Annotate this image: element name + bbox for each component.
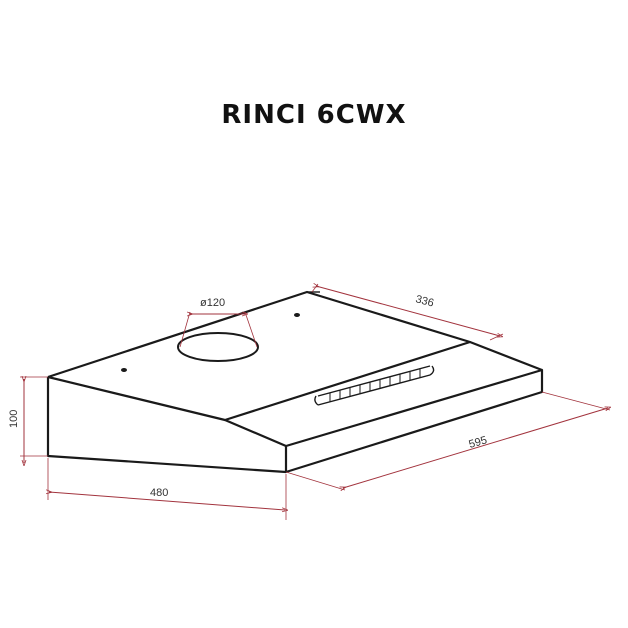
front-slope-outline bbox=[224, 368, 544, 474]
exhaust-outlet bbox=[177, 332, 259, 362]
product-title: RINCI 6CWX bbox=[221, 100, 407, 130]
label-depth-top: 336 bbox=[414, 293, 435, 309]
label-width: 595 bbox=[468, 434, 489, 451]
top-panel-outline bbox=[47, 290, 472, 422]
hood-body bbox=[46, 290, 544, 474]
right-edge bbox=[469, 340, 543, 372]
mount-hole-front bbox=[121, 368, 127, 372]
dimension-outlet-diameter: ø120 bbox=[179, 297, 258, 348]
dimension-width: 595 bbox=[285, 391, 610, 490]
dimension-depth-bottom: 480 bbox=[48, 458, 286, 520]
mount-hole-back bbox=[294, 313, 300, 317]
label-height: 100 bbox=[8, 410, 20, 428]
vent-grille bbox=[314, 365, 435, 406]
front-lower-edge bbox=[224, 419, 287, 447]
label-depth-bottom: 480 bbox=[150, 487, 168, 499]
dimension-depth-top: 336 bbox=[311, 284, 503, 341]
dimension-height: 100 bbox=[8, 377, 48, 463]
side-panel-outline bbox=[46, 377, 287, 474]
label-outlet-diameter: ø120 bbox=[200, 297, 225, 309]
